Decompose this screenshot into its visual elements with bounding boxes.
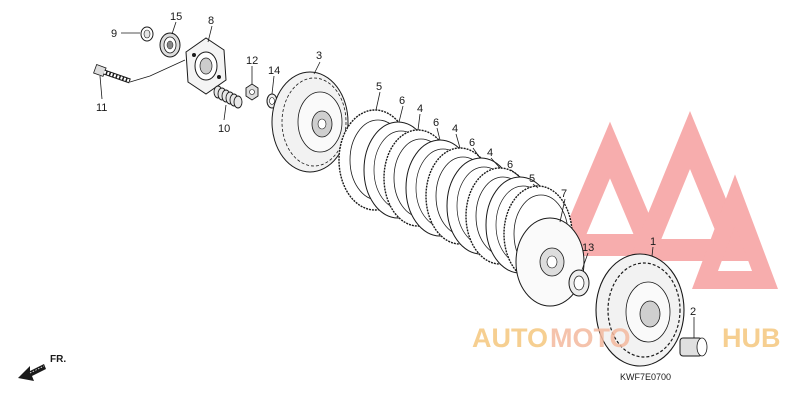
part-12-nut — [245, 83, 259, 101]
part-13-washer — [568, 269, 590, 297]
callout-6-d: 6 — [507, 159, 513, 171]
part-11-bolt — [93, 59, 186, 84]
callout-1: 1 — [650, 236, 656, 248]
watermark-prefix: AUTO — [472, 323, 548, 353]
leader-lines — [99, 21, 695, 338]
part-15-bearing — [159, 32, 181, 58]
callout-15: 15 — [170, 11, 182, 23]
callout-labels: 9 15 8 12 14 11 10 3 5 6 4 6 4 6 4 6 5 7… — [96, 11, 696, 318]
callout-13: 13 — [582, 242, 594, 254]
part-9-cap — [140, 26, 154, 42]
watermark-mid: MOTO — [550, 323, 631, 353]
callout-4-a: 4 — [417, 103, 423, 115]
diagram-code: KWF7E0700 — [620, 372, 671, 382]
part-3-pressure-plate — [271, 71, 349, 173]
callout-10: 10 — [218, 123, 230, 135]
part-8-lifter-plate — [185, 37, 227, 95]
callout-6-a: 6 — [399, 95, 405, 107]
direction-label: FR. — [50, 354, 66, 365]
callout-6-b: 6 — [433, 117, 439, 129]
callout-5-b: 5 — [529, 173, 535, 185]
callout-4-c: 4 — [487, 147, 493, 159]
part-2-bushing — [679, 337, 708, 357]
watermark-logo — [553, 110, 778, 289]
callout-4-b: 4 — [452, 123, 458, 135]
callout-14: 14 — [268, 65, 280, 77]
watermark-suffix: HUB — [722, 323, 781, 353]
front-arrow-icon: FR. — [18, 354, 66, 381]
callout-5-a: 5 — [376, 81, 382, 93]
callout-12: 12 — [246, 55, 258, 67]
callout-11: 11 — [96, 102, 107, 114]
callout-3: 3 — [316, 50, 322, 62]
part-7-clutch-center — [515, 217, 585, 307]
part-1-clutch-outer — [595, 253, 685, 367]
callout-8: 8 — [208, 15, 214, 27]
callout-6-c: 6 — [469, 137, 475, 149]
part-10-spring — [213, 85, 243, 109]
callout-2: 2 — [690, 306, 696, 318]
callout-7: 7 — [561, 188, 567, 200]
watermark-text: AUTO MOTO HUB — [472, 323, 781, 353]
callout-9: 9 — [111, 28, 117, 40]
